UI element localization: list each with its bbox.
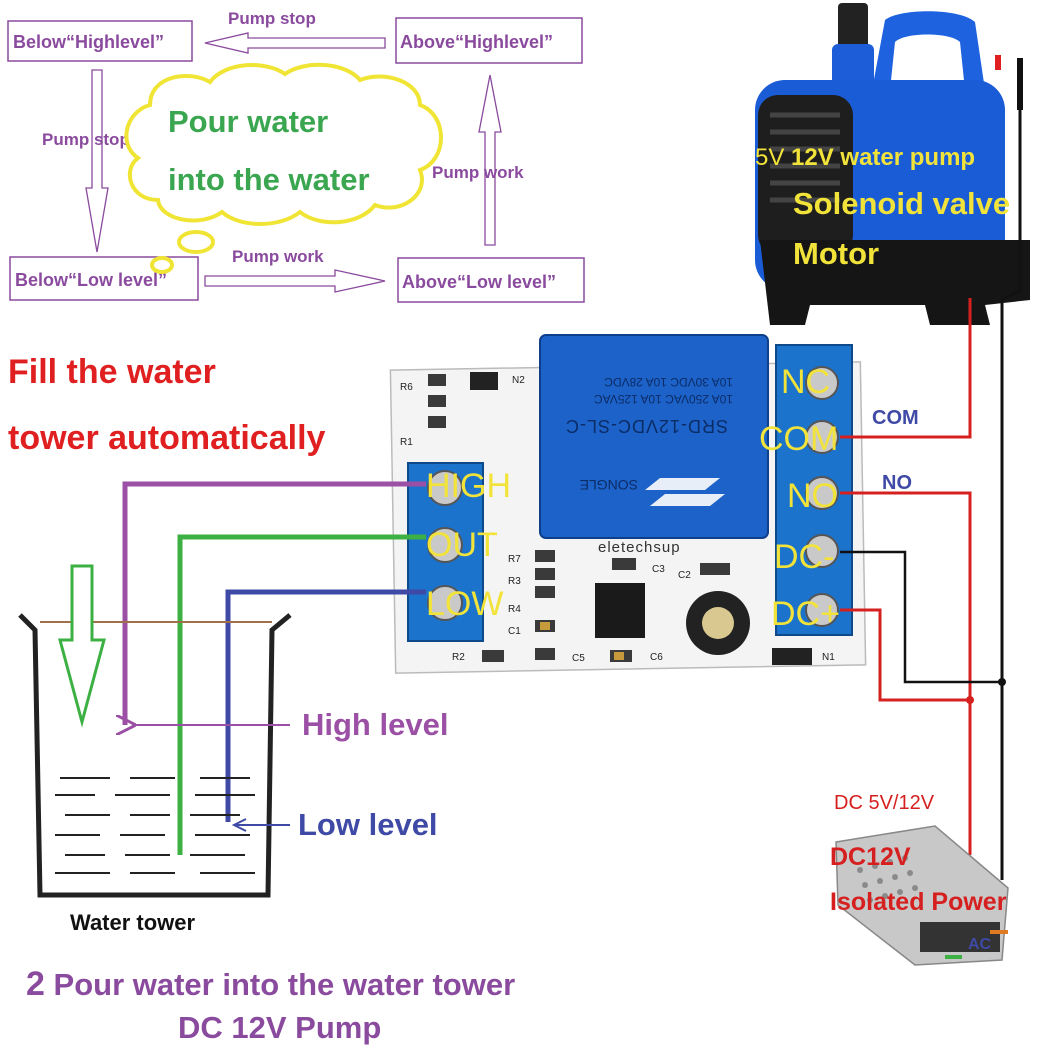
terminal-label-no: NO: [787, 477, 838, 515]
arrow-pump-work-right: [204, 269, 386, 293]
arrow-pump-work-up: [478, 74, 502, 246]
cloud-line1: Pour water: [168, 104, 328, 139]
flow-box-above-high-label: Above“Highlevel”: [400, 32, 553, 52]
silk-c1: C1: [508, 626, 521, 637]
footer-line2: DC 12V Pump: [178, 1010, 381, 1045]
terminal-label-dc-plus: DC+: [771, 595, 840, 633]
terminal-screw-no: [805, 476, 839, 510]
psu-terminals: [920, 922, 1000, 952]
tank-wall: [18, 613, 292, 898]
silk-r4: R4: [508, 604, 521, 615]
psu-voltage-label: DC 5V/12V: [834, 792, 935, 814]
flow-chart: Below“Highlevel” Above“Highlevel” Below“…: [7, 9, 585, 303]
board-brand: eletechsup: [598, 539, 681, 556]
terminal-label-com: COM: [759, 420, 838, 458]
relay-rating1: 10A 250VAC 10A 125VAC: [594, 392, 733, 406]
relay-brand: SONGLE: [580, 477, 638, 493]
silk-r2: R2: [452, 652, 465, 663]
wire-dc-minus: [840, 550, 1002, 684]
terminal-screw-low: [427, 585, 463, 621]
terminal-screw-dc-plus: [805, 593, 839, 627]
transistor-n2: [470, 372, 498, 390]
pump-work-right-label: Pump work: [432, 163, 524, 182]
arrow-pump-stop-left: [85, 69, 109, 253]
pump-stop-left-label: Pump stop: [42, 130, 130, 149]
flow-box-below-high: [7, 20, 193, 62]
terminal-screw-com: [805, 420, 839, 454]
flow-box-below-low-label: Below“Low level”: [15, 270, 167, 290]
high-level-label: High level: [302, 707, 448, 742]
relay: [539, 334, 769, 539]
wire-dc-plus: [840, 608, 968, 702]
psu-line2: Isolated Power: [830, 888, 1007, 916]
relay-board: SRD-12VDC-SL-C 10A 250VAC 10A 125VAC 10A…: [389, 334, 867, 674]
pump-base: [760, 240, 1030, 325]
wire-low: [225, 589, 426, 822]
psu-line1: DC12V: [830, 843, 911, 871]
water-inflow-arrow: [58, 564, 106, 728]
wire-label-com: COM: [872, 407, 919, 429]
flow-box-above-low-label: Above“Low level”: [402, 272, 556, 292]
water-lines: [55, 777, 255, 874]
terminal-label-out: OUT: [426, 526, 498, 564]
terminal-screw-nc: [805, 366, 839, 400]
relay-rating2: 10A 30VDC 10A 28VDC: [604, 375, 733, 389]
wire-out: [177, 534, 426, 855]
water-tank: [18, 564, 292, 898]
transistor-n1: [772, 648, 812, 665]
cloud-line2: into the water: [168, 162, 370, 197]
low-level-label: Low level: [298, 807, 438, 842]
flow-box-above-high: [395, 17, 583, 64]
title-line2: tower automatically: [8, 419, 326, 457]
silk-r6: R6: [400, 382, 413, 393]
tank-caption: Water tower: [70, 910, 196, 935]
thought-cloud: [124, 62, 443, 274]
terminal-screw-high: [427, 470, 463, 506]
wire-no: [840, 491, 972, 855]
relay-logo: [645, 478, 725, 506]
wire-high: [122, 481, 426, 725]
wire-label-no: NO: [882, 472, 912, 494]
ic-chip: [595, 583, 645, 638]
water-pump: [755, 3, 1030, 325]
pump-handle: [872, 11, 985, 90]
pump-label-line3: Motor: [793, 236, 879, 271]
power-supply: [835, 825, 1009, 966]
silk-c6: C6: [650, 652, 663, 663]
relay-model: SRD-12VDC-SL-C: [565, 416, 728, 436]
pump-outlet: [838, 3, 868, 48]
junction-red: [966, 696, 974, 704]
silk-c3: C3: [652, 564, 665, 575]
pump-stop-top-label: Pump stop: [228, 9, 316, 28]
terminal-label-nc: NC: [781, 363, 830, 401]
flow-box-below-high-label: Below“Highlevel”: [13, 32, 164, 52]
terminal-label-low: LOW: [426, 585, 503, 623]
psu-ac-label: AC: [968, 936, 992, 953]
pump-label-line1: 5V 12V water pump: [755, 144, 975, 171]
pump-work-bottom-label: Pump work: [232, 247, 324, 266]
arrow-pump-stop-top: [204, 32, 386, 54]
silk-r3: R3: [508, 576, 521, 587]
silk-c2: C2: [678, 570, 691, 581]
terminal-label-high: HIGH: [426, 467, 511, 505]
silk-n2: N2: [512, 375, 525, 386]
silk-r7: R7: [508, 554, 521, 565]
terminal-screw-dc-minus: [805, 534, 839, 568]
title-line1: Fill the water: [8, 353, 216, 391]
wires: [122, 110, 1022, 880]
pump-label-line2: Solenoid valve: [793, 186, 1010, 221]
terminal-label-dc-minus: DC-: [774, 538, 834, 576]
junction-black: [998, 678, 1006, 686]
footer-line1: 2 Pour water into the water tower: [26, 965, 515, 1003]
silk-n1: N1: [822, 652, 835, 663]
flow-box-above-low: [397, 257, 585, 303]
terminal-screw-out: [427, 527, 463, 563]
silk-r1: R1: [400, 437, 413, 448]
wire-com: [840, 298, 972, 439]
wire-pump-black: [1000, 110, 1022, 880]
silk-c5: C5: [572, 653, 585, 664]
